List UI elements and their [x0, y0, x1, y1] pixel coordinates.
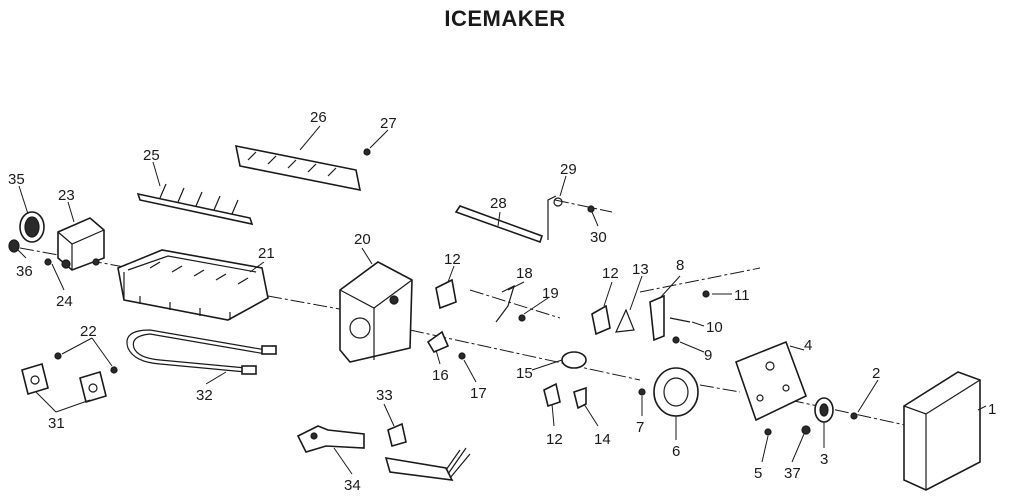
label-part-14: 14 [594, 431, 611, 448]
label-part-9: 9 [704, 347, 712, 364]
label-part-6: 6 [672, 443, 680, 460]
part-18-lever [495, 284, 515, 323]
label-part-13: 13 [632, 261, 649, 278]
part-28-tube [454, 195, 557, 244]
part-36-nut [8, 239, 20, 253]
label-part-19: 19 [542, 285, 559, 302]
part-1-front-cover [903, 371, 981, 491]
part-34-harness [296, 425, 471, 481]
label-part-23: 23 [58, 187, 75, 204]
part-29-arm [553, 197, 563, 207]
leader-lines [17, 125, 987, 475]
part-33-clamp [387, 422, 407, 447]
part-22-screws [54, 352, 118, 374]
label-part-16: 16 [432, 367, 449, 384]
part-30-screw [587, 205, 595, 213]
part-21-mold [117, 249, 269, 321]
label-part-5: 5 [754, 465, 762, 482]
part-15-thermostat [561, 351, 587, 369]
part-19-screw [518, 314, 526, 322]
label-part-7: 7 [636, 419, 644, 436]
label-part-24: 24 [56, 293, 73, 310]
part-12-switch-c [543, 382, 561, 408]
label-part-3: 3 [820, 451, 828, 468]
label-part-32: 32 [196, 387, 213, 404]
label-part-27: 27 [380, 115, 397, 132]
part-17-screw [458, 352, 466, 360]
part-37-nut [801, 425, 811, 435]
label-part-34: 34 [344, 477, 361, 494]
part-27-screw [363, 148, 371, 156]
label-part-12-a: 12 [444, 251, 461, 268]
part-13-spring [615, 308, 635, 333]
part-35-gasket [19, 211, 45, 243]
part-5-screw [764, 428, 772, 436]
label-part-15: 15 [516, 365, 533, 382]
label-part-29: 29 [560, 161, 577, 178]
label-part-1: 1 [988, 401, 996, 418]
part-12-switch-a [435, 278, 457, 310]
part-25-ejector [136, 183, 254, 226]
part-14-clip [573, 386, 587, 410]
part-7-screw [638, 388, 646, 396]
part-20-housing [339, 261, 413, 363]
label-part-37: 37 [784, 465, 801, 482]
label-part-28: 28 [490, 195, 507, 212]
part-10-spring [669, 317, 691, 323]
part-8-bracket [649, 294, 665, 342]
label-part-18: 18 [516, 265, 533, 282]
label-part-12-b: 12 [602, 265, 619, 282]
part-16-valve [426, 330, 450, 354]
label-part-4: 4 [804, 337, 812, 354]
label-part-35: 35 [8, 171, 25, 188]
label-part-21: 21 [258, 245, 275, 262]
label-part-22: 22 [80, 323, 97, 340]
part-2-screw [850, 412, 858, 420]
part-31-brackets [21, 362, 107, 404]
part-26-stripper [234, 144, 362, 192]
part-11-screw [702, 290, 710, 298]
part-labels: 35 23 36 24 21 25 26 27 29 28 30 20 12 1… [8, 109, 996, 494]
assembly-axis-lines [19, 199, 906, 426]
label-part-17: 17 [470, 385, 487, 402]
part-32-heater [126, 329, 277, 375]
part-12-switch-b [591, 304, 611, 336]
label-part-12-c: 12 [546, 431, 563, 448]
label-part-2: 2 [872, 365, 880, 382]
label-part-8: 8 [676, 257, 684, 274]
diagram-title: ICEMAKER [444, 6, 566, 31]
label-part-31: 31 [48, 415, 65, 432]
label-part-33: 33 [376, 387, 393, 404]
label-part-25: 25 [143, 147, 160, 164]
part-9-screw [672, 336, 680, 344]
part-6-motor [653, 367, 699, 417]
label-part-20: 20 [354, 231, 371, 248]
part-24-screw [44, 258, 52, 266]
label-part-11: 11 [734, 287, 750, 304]
part-3-knob [814, 397, 834, 423]
label-part-26: 26 [310, 109, 327, 126]
part-23-cover [57, 217, 105, 271]
label-part-30: 30 [590, 229, 607, 246]
label-part-10: 10 [706, 319, 723, 336]
label-part-36: 36 [16, 263, 33, 280]
part-4-mounting-plate [734, 340, 808, 422]
